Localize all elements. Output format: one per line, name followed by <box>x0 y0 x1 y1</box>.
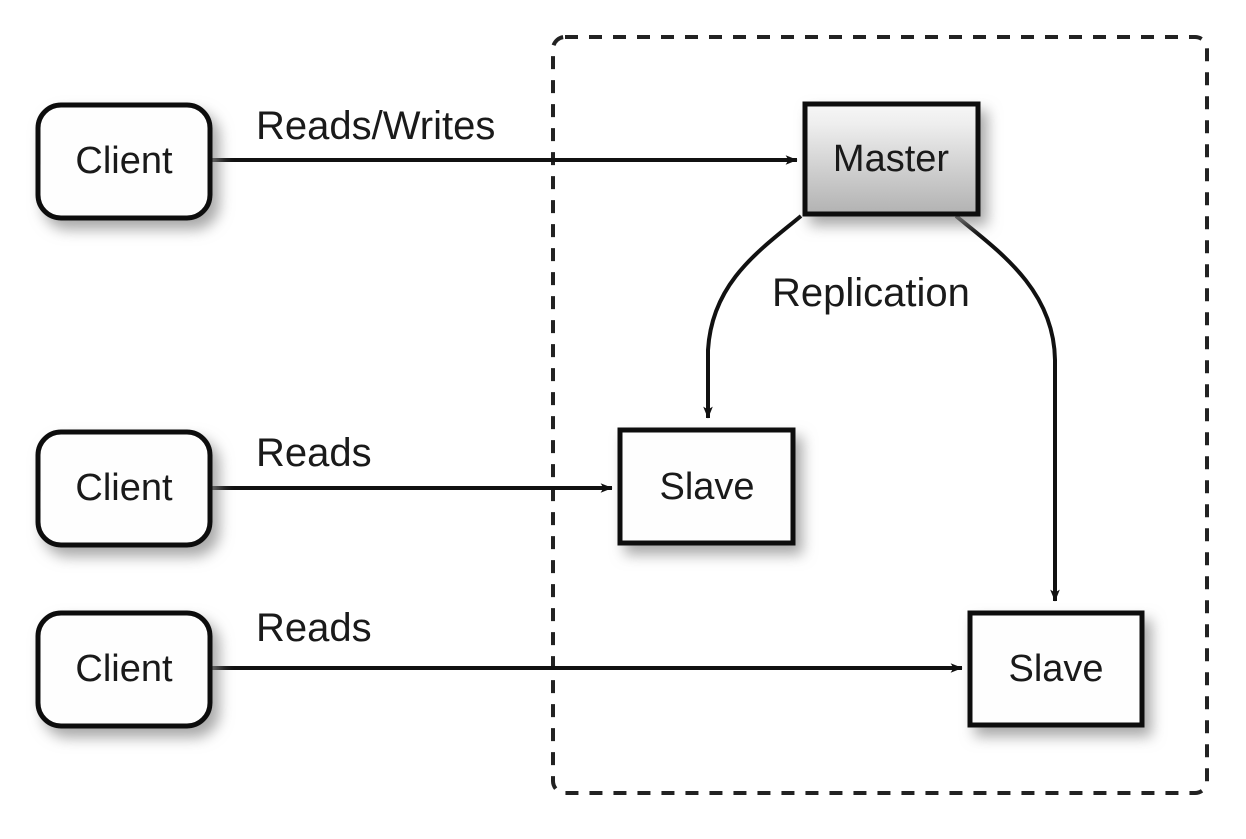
node-client-2[interactable]: Client <box>35 429 213 548</box>
client-1-box[interactable] <box>35 102 213 221</box>
client-3-label: Client <box>75 648 173 690</box>
master-box[interactable] <box>802 101 981 217</box>
node-slave-2[interactable]: Slave <box>967 610 1145 728</box>
master-label: Master <box>833 138 949 180</box>
client-2-label: Client <box>75 467 173 509</box>
node-slave-1[interactable]: Slave <box>617 427 796 546</box>
edge-label-reads-2: Reads <box>256 606 372 650</box>
client-3-box[interactable] <box>35 610 213 729</box>
edge-master-to-slave2 <box>954 214 1060 602</box>
client-1-label: Client <box>75 140 173 182</box>
slave-2-box[interactable] <box>967 610 1145 728</box>
edge-label-replication: Replication <box>772 271 970 315</box>
replication-boundary <box>551 35 1209 795</box>
node-client-3[interactable]: Client <box>35 610 213 729</box>
slave-1-box[interactable] <box>617 427 796 546</box>
node-master[interactable]: Master <box>802 101 981 217</box>
edge-master-to-slave1 <box>703 214 803 419</box>
slave-1-label: Slave <box>659 466 754 508</box>
edge-label-reads-1: Reads <box>256 431 372 475</box>
slave-2-label: Slave <box>1008 648 1103 690</box>
client-2-box[interactable] <box>35 429 213 548</box>
node-client-1[interactable]: Client <box>35 102 213 221</box>
edge-label-reads-writes: Reads/Writes <box>256 104 495 148</box>
